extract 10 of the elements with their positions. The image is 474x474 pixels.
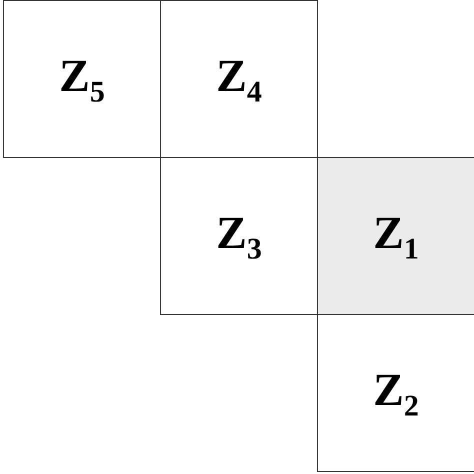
zone-label: Z$_{1}$ xyxy=(373,206,419,266)
grid-square xyxy=(3,0,161,158)
grid-square xyxy=(160,0,318,158)
zone-label: Z$_{2}$ xyxy=(373,362,419,424)
grid-square xyxy=(160,157,318,315)
zone-label: Z$_{5}$ xyxy=(59,48,105,110)
grid-square xyxy=(317,157,474,315)
zone-label: Z$_{4}$ xyxy=(216,48,262,110)
zone-label: Z$_{3}$ xyxy=(216,206,262,266)
grid-square xyxy=(317,314,474,472)
